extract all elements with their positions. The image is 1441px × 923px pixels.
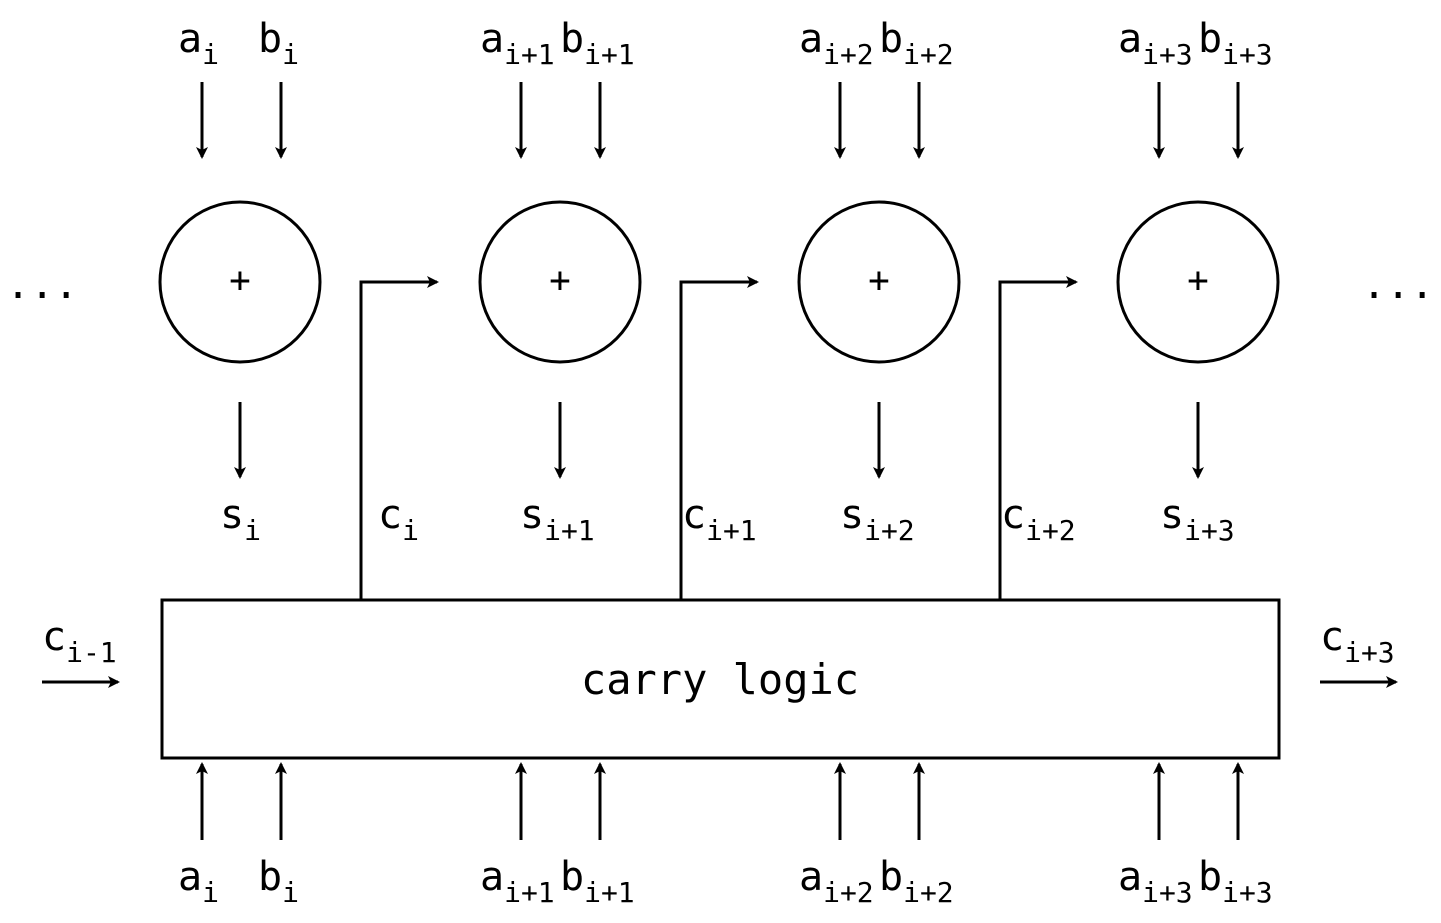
carry-label: ci [378,492,419,547]
input-a-label: ai+1 [480,16,555,71]
plus-symbol: + [868,260,890,301]
adder-circle [478,200,642,364]
carry-wire-1: ci+1 [679,276,759,600]
bottom-input-0: ai bi [178,762,299,909]
bottom-a-label: ai+3 [1118,854,1193,909]
ellipsis-right: ... [1362,262,1434,308]
carry-out: ci+3 [1320,614,1398,688]
bottom-b-label: bi [258,854,299,909]
adder-column-3: ai+3 bi+3 + si+3 [1116,16,1280,547]
bottom-input-1: ai+1 bi+1 [480,762,635,909]
carry-wire-0: ci [359,276,439,600]
plus-symbol: + [229,260,251,301]
plus-symbol: + [1187,260,1209,301]
input-b-label: bi [258,16,299,71]
carry-logic-box [160,598,1281,760]
input-a-label: ai [178,16,219,71]
carry-arrow [359,276,439,600]
adder-circle [797,200,961,364]
adder-circle [158,200,322,364]
bottom-input-3: ai+3 bi+3 [1118,762,1273,909]
adder-column-1: ai+1 bi+1 + si+1 [478,16,642,547]
input-b-label: bi+3 [1198,16,1273,71]
plus-symbol: + [549,260,571,301]
carry-arrow [679,276,759,600]
carry-in-label: ci-1 [42,614,117,669]
carry-wire-2: ci+2 [998,276,1078,600]
bottom-b-label: bi+3 [1198,854,1273,909]
input-b-label: bi+1 [560,16,635,71]
bottom-a-label: ai [178,854,219,909]
carry-logic-label: carry logic [581,655,859,704]
adder-column-0: ai bi + si [158,16,322,547]
input-b-label: bi+2 [879,16,954,71]
bottom-a-label: ai+1 [480,854,555,909]
sum-label: si [220,492,261,547]
carry-out-label: ci+3 [1320,614,1395,669]
bottom-a-label: ai+2 [799,854,874,909]
bottom-b-label: bi+2 [879,854,954,909]
bottom-input-2: ai+2 bi+2 [799,762,954,909]
bottom-b-label: bi+1 [560,854,635,909]
adder-column-2: ai+2 bi+2 + si+2 [797,16,961,547]
input-a-label: ai+2 [799,16,874,71]
carry-arrow [998,276,1078,600]
carry-in: ci-1 [42,614,120,688]
sum-label: si+2 [840,492,915,547]
ellipsis-left: ... [6,262,78,308]
input-a-label: ai+3 [1118,16,1193,71]
sum-label: si+3 [1160,492,1235,547]
carry-label: ci+2 [1001,492,1076,547]
adder-circle [1116,200,1280,364]
sum-label: si+1 [520,492,595,547]
carry-label: ci+1 [682,492,757,547]
